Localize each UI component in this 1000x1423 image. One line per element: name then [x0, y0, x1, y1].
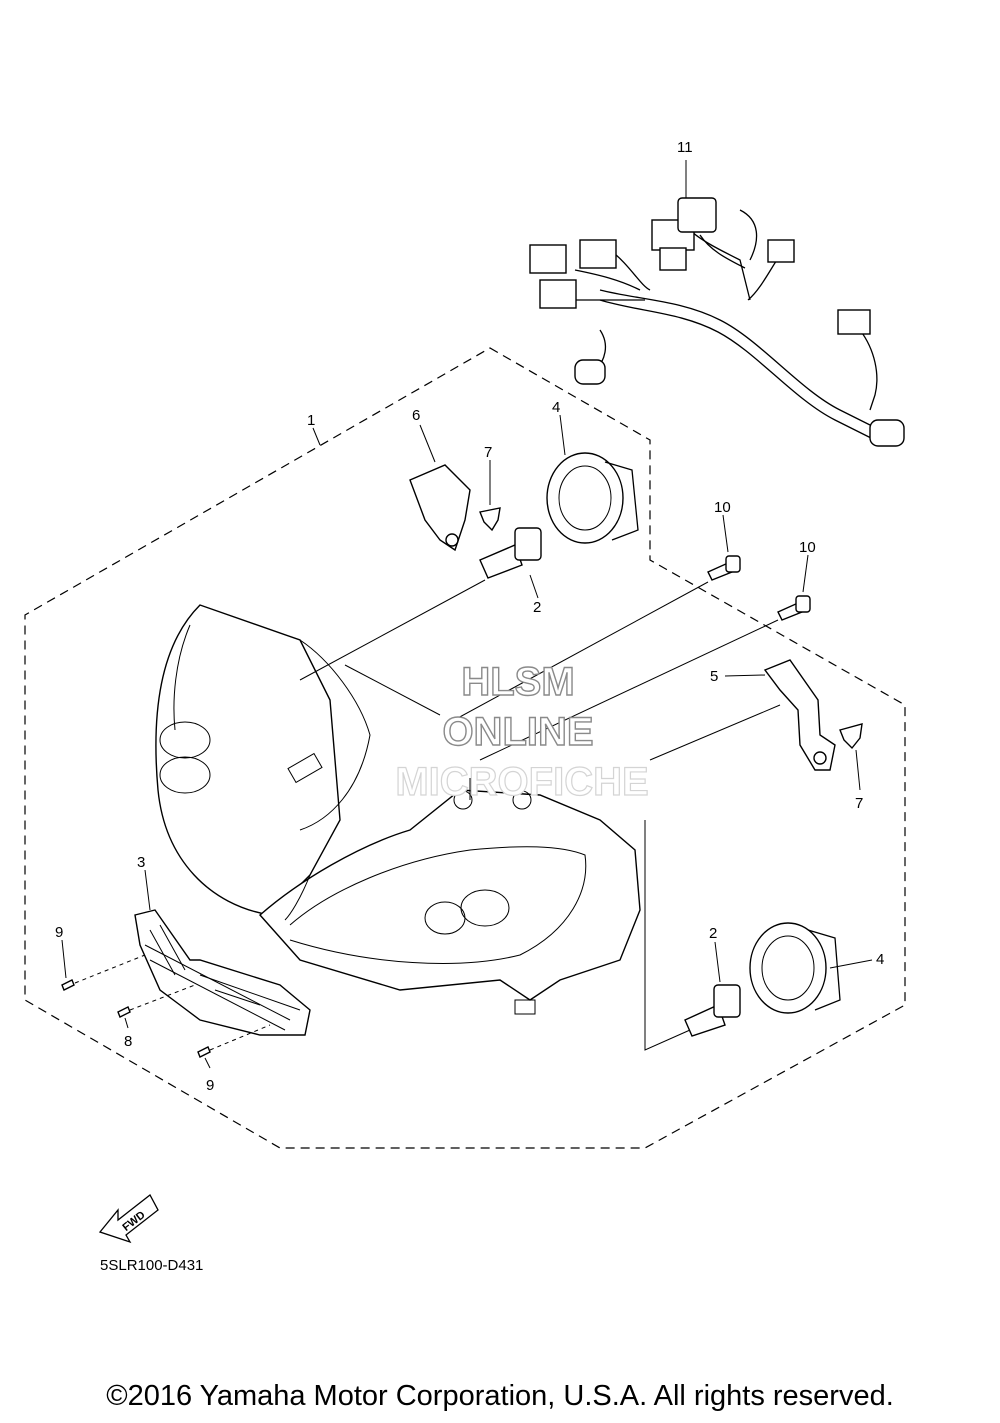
callout-4-top: 4	[552, 399, 560, 416]
watermark-line-3: MICROFICHE	[395, 760, 648, 804]
callout-5: 5	[710, 668, 718, 685]
callout-7-top: 7	[484, 444, 492, 461]
callout-2-top: 2	[533, 599, 541, 616]
fwd-arrow-icon: FWD	[98, 1194, 159, 1244]
callout-2-bottom: 2	[709, 925, 717, 942]
fwd-label: FWD	[120, 1209, 147, 1234]
callout-8: 8	[124, 1033, 132, 1050]
bulb-2-top[interactable]	[479, 527, 542, 579]
screw-9-bottom[interactable]	[197, 1046, 211, 1058]
bulb-2-bottom[interactable]	[684, 984, 741, 1037]
callout-3: 3	[137, 854, 145, 871]
callout-4-bottom: 4	[876, 951, 884, 968]
lamp-bracket-6[interactable]	[409, 464, 471, 552]
callout-10-b: 10	[799, 539, 816, 556]
clip-7-right[interactable]	[839, 723, 863, 750]
assembly-boundary	[24, 347, 906, 1149]
screw-10-b[interactable]	[777, 595, 811, 621]
screw-9-left[interactable]	[61, 979, 75, 991]
screw-8[interactable]	[117, 1006, 131, 1018]
reference-code: 5SLR100-D431	[100, 1257, 203, 1274]
callout-9-bottom: 9	[206, 1077, 214, 1094]
bulb-cover-4-top[interactable]	[546, 452, 639, 544]
headlight-assembly-1[interactable]	[155, 604, 641, 1015]
callout-10-a: 10	[714, 499, 731, 516]
callout-7-right: 7	[855, 795, 863, 812]
watermark-line-1: HLSM	[461, 660, 574, 704]
screw-10-a[interactable]	[707, 555, 741, 581]
callout-9-left: 9	[55, 924, 63, 941]
copyright-notice: ©2016 Yamaha Motor Corporation, U.S.A. A…	[106, 1380, 894, 1412]
wiring-harness[interactable]	[529, 160, 905, 447]
clip-7-top[interactable]	[479, 507, 501, 532]
bracket-5[interactable]	[763, 659, 836, 771]
watermark-line-2: ONLINE	[442, 710, 593, 754]
callout-11: 11	[677, 139, 693, 156]
grille-3[interactable]	[134, 909, 311, 1036]
callout-1: 1	[307, 412, 315, 429]
callout-6: 6	[412, 407, 420, 424]
bulb-cover-4-bottom[interactable]	[749, 922, 841, 1014]
